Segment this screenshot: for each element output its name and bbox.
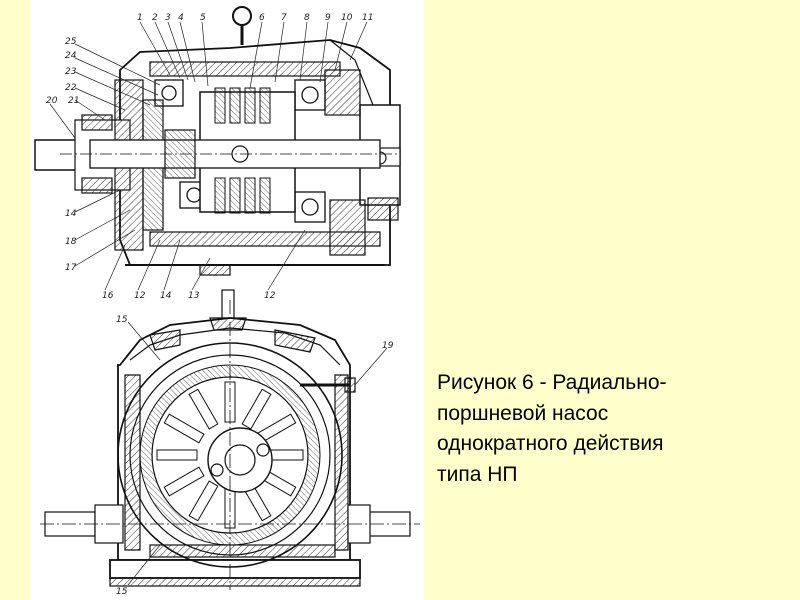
callout: 6	[259, 13, 265, 23]
leader-lines-top	[49, 21, 368, 291]
callout: 3	[165, 13, 171, 23]
technical-drawing-panel: 1 2 3 4 5 6 7 8 9 10 11 25 24 23 22 21 2…	[30, 0, 423, 600]
callout: 9	[325, 13, 331, 23]
longitudinal-section	[34, 6, 401, 276]
callout: 4	[178, 13, 184, 23]
callout: 5	[200, 13, 206, 23]
callout: 12	[134, 291, 146, 301]
callout: 18	[65, 237, 77, 247]
callout: 20	[46, 96, 58, 106]
callouts-bottom: 15 19 15	[116, 315, 394, 597]
callout: 12	[264, 291, 276, 301]
callout: 11	[362, 13, 373, 23]
cross-section	[40, 289, 420, 590]
callout: 17	[65, 263, 77, 273]
pump-drawing: 1 2 3 4 5 6 7 8 9 10 11 25 24 23 22 21 2…	[34, 6, 420, 597]
leader-lines-bottom	[127, 321, 388, 586]
callout: 24	[65, 51, 77, 61]
callout: 1	[137, 13, 143, 23]
callout: 2	[152, 13, 158, 23]
callout: 13	[188, 291, 200, 301]
callout: 25	[65, 37, 77, 47]
callout: 14	[65, 209, 77, 219]
callout: 15	[116, 315, 128, 325]
figure-caption: Рисунок 6 - Радиально- поршневой насос о…	[437, 368, 787, 490]
callout: 10	[341, 13, 353, 23]
callout: 8	[304, 13, 310, 23]
caption-line: Рисунок 6 - Радиально-	[437, 371, 667, 394]
callout: 22	[65, 83, 77, 93]
caption-line: однократного действия	[437, 432, 664, 455]
callout: 14	[160, 291, 172, 301]
callout: 16	[102, 291, 114, 301]
callout: 7	[281, 13, 287, 23]
caption-line: поршневой насос	[437, 401, 609, 425]
caption-line: типа НП	[437, 462, 518, 486]
callout: 15	[116, 587, 128, 597]
callouts-top: 1 2 3 4 5 6 7 8 9 10 11 25 24 23 22 21 2…	[46, 13, 373, 301]
callout: 21	[68, 96, 79, 106]
callout: 23	[65, 67, 77, 77]
callout: 19	[382, 341, 394, 351]
